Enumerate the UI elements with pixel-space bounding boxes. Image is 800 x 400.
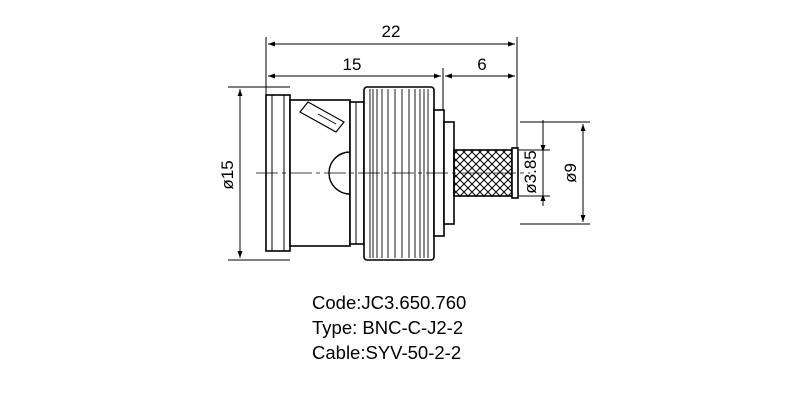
body-diameter-label: ø15 [218,160,237,189]
crimp-length-label: 6 [477,55,486,74]
body-length-label: 15 [343,55,362,74]
connector-body [265,86,519,261]
extension-lines [228,37,590,261]
code-line: Code:JC3.650.760 [312,292,467,313]
spec-block: Code:JC3.650.760 Type: BNC-C-J2-2 Cable:… [312,290,612,365]
coupling-nut [363,86,435,261]
ferrule-diameter-label: ø9 [561,163,580,183]
bayonet-slot [299,101,345,133]
pin-diameter-label: ø3.85 [521,150,540,193]
dimension-lines [237,41,586,258]
cable-line: Cable:SYV-50-2-2 [312,342,462,363]
overall-length-label: 22 [382,22,401,41]
type-line: Type: BNC-C-J2-2 [312,317,464,338]
